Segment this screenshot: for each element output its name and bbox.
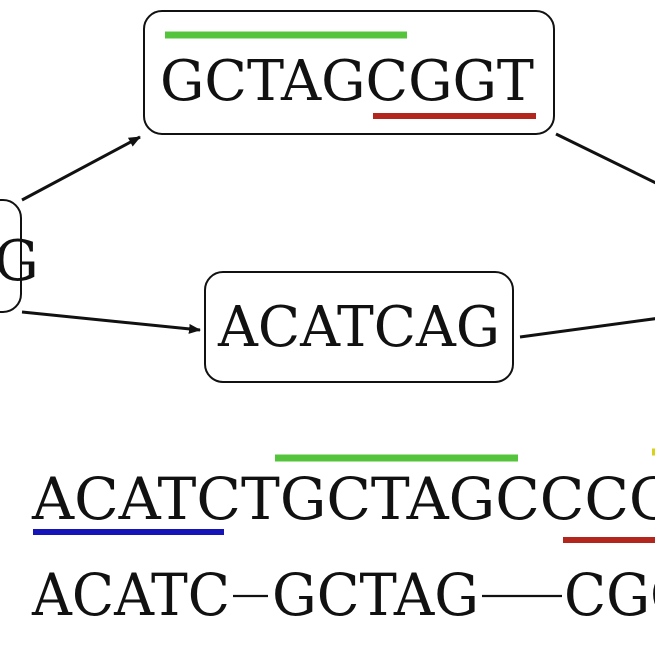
edge-left-to-top: [21, 135, 141, 202]
node-left-label: G: [0, 229, 39, 294]
edge-top-to-right: [555, 132, 655, 185]
node-middle: ACATCAG: [204, 271, 514, 383]
edge-middle-to-right: [519, 317, 655, 339]
row2-seg3: CGG: [564, 561, 655, 629]
alignment-row-2: ACATC GCTAG CGG: [31, 561, 655, 629]
node-left-partial: G: [0, 199, 39, 313]
alignment-row-1: ACATCTGCTAGCCCGG: [31, 448, 655, 543]
edge-left-to-middle: [21, 310, 201, 334]
node-middle-box: [204, 271, 514, 383]
node-middle-label: ACATCAG: [217, 295, 500, 360]
node-top: GCTAGCGGT: [143, 10, 555, 135]
row1-sequence: ACATCTGCTAGCCCGG: [31, 465, 655, 533]
node-top-box: [143, 10, 555, 135]
node-top-label: GCTAGCGGT: [160, 49, 534, 114]
row2-seg1: ACATC: [31, 561, 230, 629]
node-left-box: [0, 199, 22, 313]
row2-seg2: GCTAG: [272, 561, 479, 629]
